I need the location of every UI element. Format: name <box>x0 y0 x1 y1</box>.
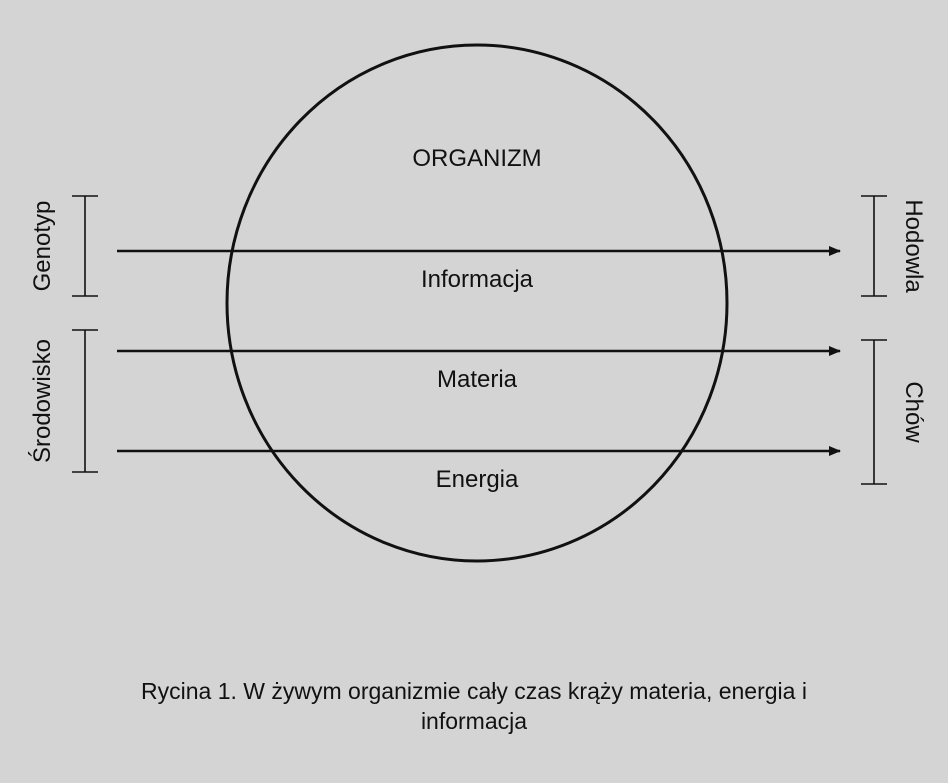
breeding-bracket <box>861 195 887 297</box>
environment-bracket <box>72 329 98 473</box>
husbandry-bracket <box>861 339 887 485</box>
genotype-label: Genotyp <box>29 201 56 292</box>
breeding-label: Hodowla <box>900 199 927 293</box>
flow-label-matter: Materia <box>437 366 518 393</box>
figure-caption: Rycina 1. W żywym organizmie cały czas k… <box>40 676 908 736</box>
husbandry-label: Chów <box>900 381 927 443</box>
flow-label-energy: Energia <box>436 466 519 493</box>
organism-title: ORGANIZM <box>412 145 541 172</box>
environment-label: Środowisko <box>28 339 56 463</box>
caption-line-1: Rycina 1. W żywym organizmie cały czas k… <box>141 678 807 704</box>
flow-label-information: Informacja <box>421 266 534 293</box>
organism-circle <box>225 43 729 563</box>
caption-line-2: informacja <box>420 708 528 734</box>
genotype-bracket <box>72 195 98 297</box>
